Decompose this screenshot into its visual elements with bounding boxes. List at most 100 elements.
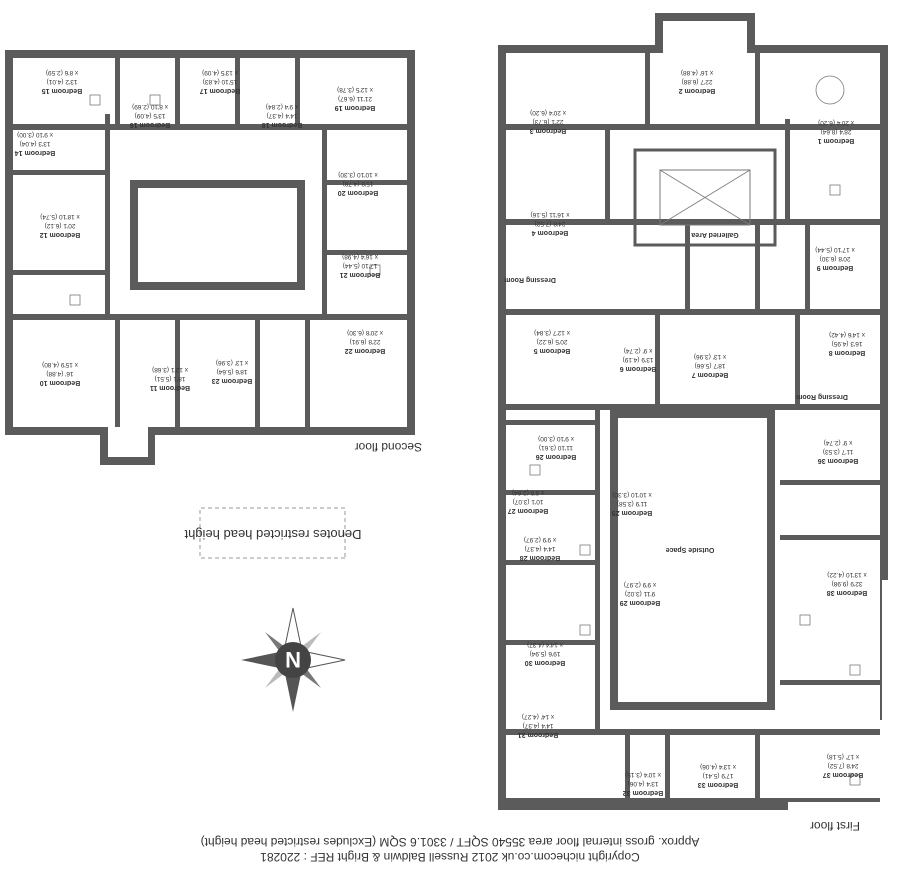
room-label-dr1: Dressing Room [490,275,570,284]
room-name: Bedroom 6 [619,365,657,372]
room-dimension: x 15'9 (4.80) [42,361,78,368]
legend-text: Denotes restricted head height [184,527,361,542]
room-dimension: 13'2 (4.01) [46,78,78,85]
room-dimension: 17'10 (5.44) [342,262,378,269]
room-dimension: x 10'10 (3.30) [612,491,652,498]
room-dimension: 24'8 (7.52) [827,762,859,769]
room-dimension: 9'11 (3.02) [624,590,656,597]
room-dimension: 22'7 (6.88) [681,78,713,85]
room-name: Bedroom 7 [691,371,729,378]
room-name: Bedroom 37 [822,771,864,778]
room-name: Dressing Room [796,393,848,400]
room-dimension: 13'9 (4.19) [622,356,654,363]
room-dimension: 19'6 (5.94) [529,650,561,657]
room-dimension: 20'5 (6.22) [536,338,568,345]
room-label-gal: Galleried Area [675,230,755,239]
room-name: Bedroom 3 [529,127,567,134]
room-name: Bedroom 2 [678,87,716,94]
room-dimension: 11'7 (3.53) [822,448,854,455]
room-label-b37: Bedroom 37 24'8 (7.52) x 17' (5.18) [803,752,883,779]
room-name: Bedroom 1 [817,137,855,144]
first-floor-plan [498,13,888,810]
room-name: Bedroom 5 [533,347,571,354]
second-floor-plan [5,50,415,465]
room-name: Bedroom 30 [524,659,566,666]
room-dimension: x 18'10 (5.74) [40,213,80,220]
second-floor-label: Second floor [355,440,422,454]
room-dimension: x 20'8 (6.30) [347,329,383,336]
room-dimension: 15'10 (4.83) [202,78,238,85]
room-name: Bedroom 25 [611,509,653,516]
compass-n-letter: N [285,647,301,672]
footer-line2: Copyright nichecom.co.uk 2012 Russell Ba… [260,850,640,864]
room-dimension: 13'4 (4.06) [627,780,659,787]
room-dimension: x 16'4 (4.98) [342,253,378,260]
room-name: Bedroom 32 [622,789,664,796]
room-name: Bedroom 20 [337,189,379,196]
room-dimension: x 14'6 (4.42) [829,331,865,338]
room-name: Bedroom 19 [334,104,376,111]
room-dimension: 24'8 (7.52) [534,220,566,227]
room-name: Bedroom 27 [507,507,549,514]
room-name: Bedroom 31 [517,731,559,738]
room-name: Bedroom 22 [344,347,386,354]
room-name: Bedroom 16 [129,121,171,128]
room-label-dr2: Dressing Room [782,392,862,401]
room-name: Bedroom 26 [535,453,577,460]
room-dimension: x 8'6 (2.59) [45,69,79,76]
room-dimension: x 9'10 (3.00) [538,435,574,442]
room-dimension: x 8'10 (2.69) [132,103,168,110]
room-dimension: x 9' (2.74) [623,347,653,354]
room-name: Galleried Area [691,231,739,238]
first-floor-label: First floor [810,819,860,833]
room-dimension: x 12'7 (3.84) [534,329,570,336]
room-dimension: x 13'5 (4.09) [202,69,238,76]
room-dimension: 18'6 (5.64) [216,368,248,375]
room-dimension: x 17'10 (5.44) [815,246,855,253]
room-label-b3: Bedroom 3 22'1 (6.73) x 20'4 (6.20) [508,108,588,135]
room-dimension: 13'5 (4.09) [134,112,166,119]
room-label-b16: Bedroom 16 13'5 (4.09) x 8'10 (2.69) [110,102,190,129]
room-name: Bedroom 12 [39,231,81,238]
room-dimension: x 20'4 (6.20) [530,109,566,116]
room-label-b6: Bedroom 6 13'9 (4.19) x 9' (2.74) [598,346,678,373]
room-dimension: 14'4 (4.37) [524,545,556,552]
room-dimension: x 13' (3.96) [693,353,727,360]
room-dimension: x 12'5 (3.78) [337,86,373,93]
room-name: Bedroom 38 [826,589,868,596]
room-dimension: x 20'4 (6.20) [818,119,854,126]
room-dimension: x 14' (4.27) [521,713,555,720]
room-dimension: 22'1 (6.73) [532,118,564,125]
room-dimension: 18'7 (5.66) [694,362,726,369]
room-dimension: 20'8 (6.30) [819,255,851,262]
room-name: Bedroom 29 [619,599,661,606]
room-dimension: x 9'10 (3.00) [17,131,53,138]
room-dimension: x 10'10 (3.30) [338,171,378,178]
room-name: Dressing Room [504,276,556,283]
room-dimension: 14'4 (4.37) [522,722,554,729]
room-dimension: 10'1 (3.07) [512,498,544,505]
room-dimension: 28'4 (8.64) [820,128,852,135]
room-dimension: x 13' (3.96) [215,359,249,366]
room-dimension: x 17' (5.18) [826,753,860,760]
room-dimension: x 9'9 (2.97) [523,536,557,543]
